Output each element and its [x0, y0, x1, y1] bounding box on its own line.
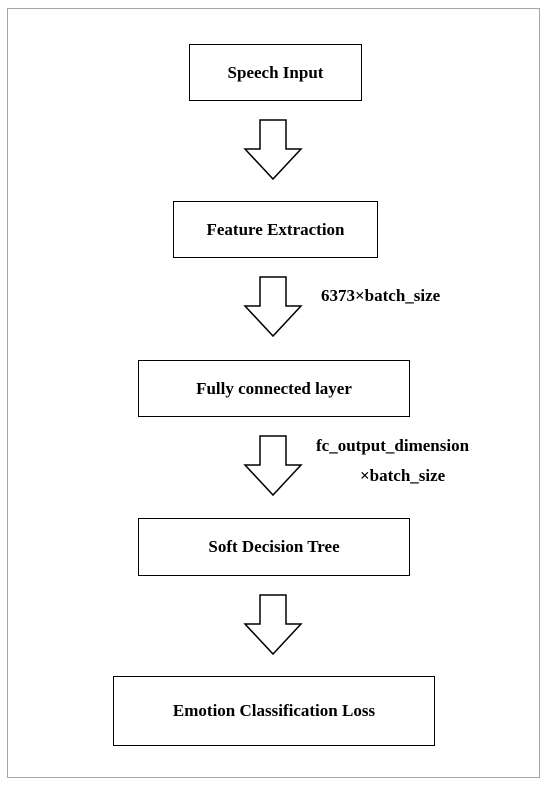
diagram-frame	[7, 8, 540, 778]
edge-label-dimension: 6373×batch_size	[321, 286, 441, 305]
speech-input-label: Speech Input	[227, 62, 324, 82]
feature-extraction-box: Feature Extraction	[173, 201, 378, 258]
emotion-classification-loss-box: Emotion Classification Loss	[113, 676, 435, 746]
soft-decision-tree-box: Soft Decision Tree	[138, 518, 410, 576]
down-arrow-icon	[243, 119, 303, 181]
fully-connected-layer-box: Fully connected layer	[138, 360, 410, 417]
down-arrow-icon	[243, 435, 303, 497]
fully-connected-layer-label: Fully connected layer	[196, 378, 352, 398]
speech-input-box: Speech Input	[189, 44, 362, 101]
edge-label-fc-output-line1: fc_output_dimension	[316, 436, 470, 455]
feature-extraction-label: Feature Extraction	[206, 219, 345, 239]
emotion-classification-loss-label: Emotion Classification Loss	[172, 701, 376, 720]
down-arrow-icon	[243, 276, 303, 338]
down-arrow-icon	[243, 594, 303, 656]
soft-decision-tree-label: Soft Decision Tree	[208, 537, 340, 556]
edge-label-fc-output-line2: ×batch_size	[360, 466, 446, 485]
